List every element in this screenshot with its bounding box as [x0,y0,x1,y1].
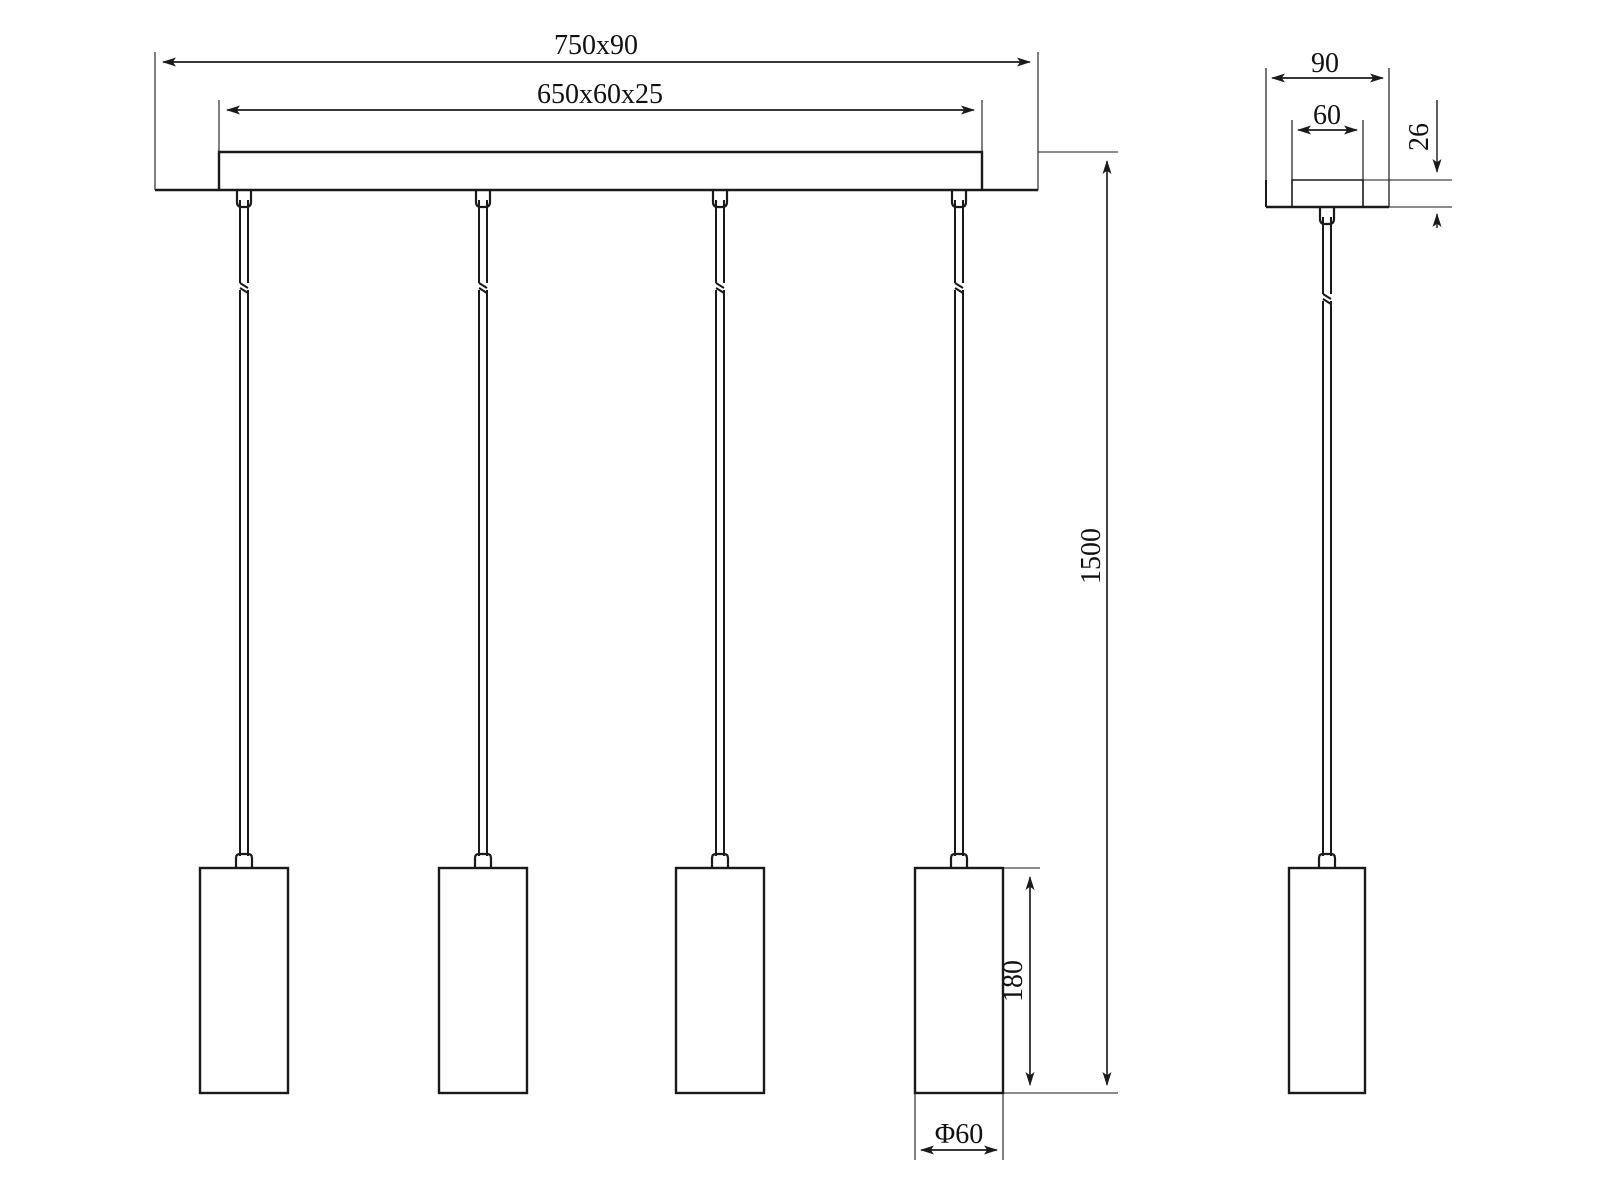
front-canopy-group [155,150,1038,192]
pendant-1 [198,190,290,1095]
label-drop-height: 1500 [1076,528,1107,584]
rod-break-symbol-icon [715,282,725,294]
canopy-body-outline [217,150,984,190]
rod-break-symbol-icon [478,282,488,294]
dimension-shade-height [1003,867,1040,1094]
label-shade-height: 180 [998,960,1029,1002]
shade-cap-icon [473,852,493,868]
pendant-array [198,190,1005,1095]
dimension-drop-height [1012,151,1118,1094]
shade-cylinder [913,866,1005,1095]
label-body-spec: 650x60x25 [537,79,663,110]
label-overall-width: 750x90 [554,30,638,61]
side-shade-cap-icon [1317,852,1337,868]
dimension-shade-diameter [914,1093,1004,1160]
rod-collar-icon [950,190,968,209]
side-view-group [1265,68,1390,1095]
side-rod-collar-icon [1318,207,1336,226]
dimension-body-spec [218,100,983,190]
pendant-3 [674,190,766,1095]
rod-break-symbol-icon [239,282,249,294]
label-side-body-height: 26 [1404,123,1435,151]
pendant-4 [913,190,1005,1095]
shade-cylinder [437,866,529,1095]
dimension-overall-width [154,52,1039,190]
rod-collar-icon [474,190,492,209]
pendant-2 [437,190,529,1095]
rod-collar-icon [711,190,729,209]
shade-cylinder [674,866,766,1095]
shade-cap-icon [710,852,730,868]
side-body-outline [1291,179,1364,207]
side-rod-break-symbol-icon [1322,293,1332,305]
side-shade-cylinder [1287,866,1367,1095]
rod-break-symbol-icon [954,282,964,294]
label-shade-diameter: Φ60 [935,1119,983,1150]
label-side-body-width: 60 [1313,100,1341,131]
label-side-outer-width: 90 [1311,48,1339,79]
rod-collar-icon [235,190,253,209]
shade-cap-icon [234,852,254,868]
dimension-side-body-height [1363,100,1452,228]
shade-cylinder [198,866,290,1095]
shade-cap-icon [949,852,969,868]
